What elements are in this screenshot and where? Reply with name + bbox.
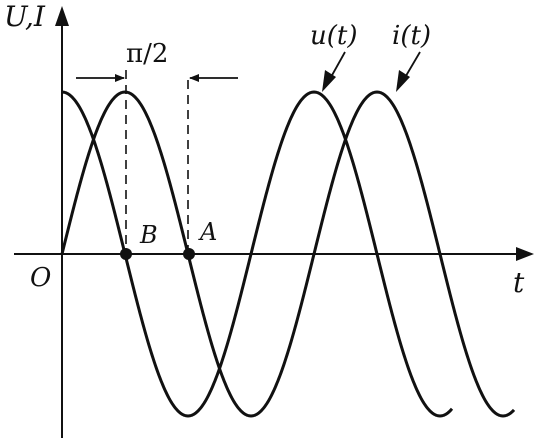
voltage-curve-u: [61, 90, 454, 418]
curve-i-pointer-head-icon: [396, 70, 410, 92]
curve-u-pointer-head-icon: [322, 70, 336, 92]
curve-label-i: i(t): [392, 21, 431, 51]
y-axis-arrow-icon: [55, 6, 69, 26]
point-b-label: B: [139, 221, 158, 249]
point-a-label: A: [198, 218, 217, 246]
curve-label-u: u(t): [310, 21, 357, 51]
phase-label: π/2: [126, 39, 168, 69]
x-axis-arrow-icon: [516, 247, 534, 261]
current-curve-i: [60, 90, 516, 418]
x-axis-label: t: [513, 266, 525, 299]
y-axis-label: U,I: [4, 0, 46, 33]
origin-label: O: [30, 263, 51, 293]
point-a-marker: [183, 248, 195, 260]
point-b-marker: [120, 248, 132, 260]
